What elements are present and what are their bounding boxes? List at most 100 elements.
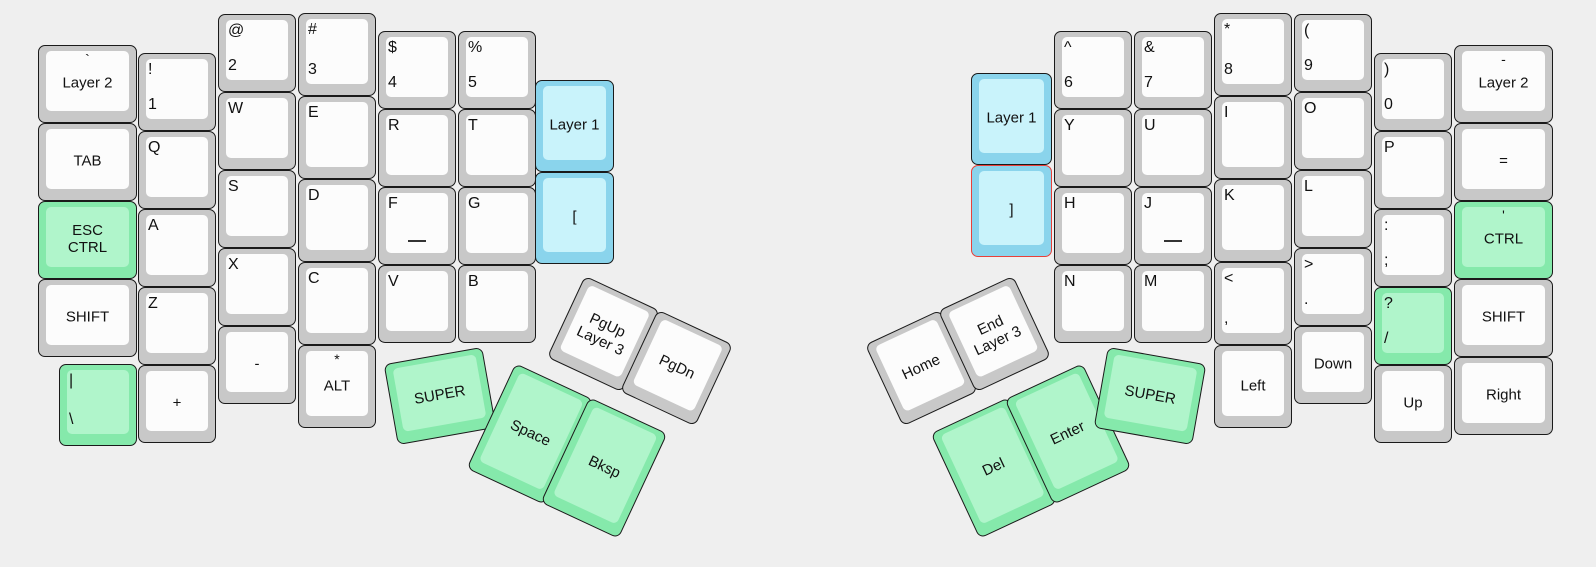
key-e[interactable]: E [298, 96, 376, 179]
keycap-surface [306, 185, 368, 250]
key-shift-left[interactable]: SHIFT [38, 279, 137, 357]
keycap-surface [46, 285, 129, 345]
keycap-surface [306, 19, 368, 84]
key-alt[interactable]: *ALT [298, 345, 376, 428]
key-plus[interactable]: + [138, 365, 216, 443]
keycap-surface [466, 115, 528, 175]
keycap-surface [1462, 363, 1545, 423]
key-w[interactable]: W [218, 92, 296, 170]
key-7[interactable]: &7 [1134, 31, 1212, 109]
key-up-arrow[interactable]: Up [1374, 365, 1452, 443]
key-4[interactable]: $4 [378, 31, 456, 109]
key-m[interactable]: M [1134, 265, 1212, 343]
key-3[interactable]: #3 [298, 13, 376, 96]
keycap-surface [1062, 115, 1124, 175]
key-b[interactable]: B [458, 265, 536, 343]
keycap-surface [1302, 20, 1364, 80]
key-h[interactable]: H [1054, 187, 1132, 265]
key-quote-ctrl[interactable]: 'CTRL [1454, 201, 1553, 279]
key-y[interactable]: Y [1054, 109, 1132, 187]
keycap-surface [979, 79, 1044, 153]
key-equals[interactable]: = [1454, 123, 1553, 201]
key-d[interactable]: D [298, 179, 376, 262]
key-super-right[interactable]: SUPER [1093, 346, 1207, 446]
key-i[interactable]: I [1214, 96, 1292, 179]
key-super-left[interactable]: SUPER [383, 346, 497, 446]
key-s[interactable]: S [218, 170, 296, 248]
keycap-surface [1462, 207, 1545, 267]
key-j[interactable]: J [1134, 187, 1212, 265]
key-z[interactable]: Z [138, 287, 216, 365]
key-c[interactable]: C [298, 262, 376, 345]
key-period[interactable]: >. [1294, 248, 1372, 326]
key-minus[interactable]: - [218, 326, 296, 404]
key-f[interactable]: F [378, 187, 456, 265]
key-8[interactable]: *8 [1214, 13, 1292, 96]
key-bracket-left[interactable]: [ [535, 172, 614, 264]
keycap-surface [1462, 51, 1545, 111]
keycap-surface [146, 293, 208, 353]
key-q[interactable]: Q [138, 131, 216, 209]
key-slash[interactable]: ?/ [1374, 287, 1452, 365]
keycap-surface [306, 102, 368, 167]
key-esc-ctrl[interactable]: ESC CTRL [38, 201, 137, 279]
key-layer2-minus[interactable]: -Layer 2 [1454, 45, 1553, 123]
keycap-surface [632, 318, 724, 413]
key-g[interactable]: G [458, 187, 536, 265]
keycap-surface [146, 59, 208, 119]
key-right-arrow[interactable]: Right [1454, 357, 1553, 435]
keycap-surface [226, 332, 288, 392]
key-layer1-left[interactable]: Layer 1 [535, 80, 614, 172]
keycap-surface [1222, 102, 1284, 167]
keycap-surface [979, 171, 1044, 245]
key-t[interactable]: T [458, 109, 536, 187]
key-pipe-backslash[interactable]: |\ [59, 364, 137, 446]
key-layer1-right[interactable]: Layer 1 [971, 73, 1052, 165]
key-l[interactable]: L [1294, 170, 1372, 248]
key-0[interactable]: )0 [1374, 53, 1452, 131]
key-layer2-grave[interactable]: `Layer 2 [38, 45, 137, 123]
key-a[interactable]: A [138, 209, 216, 287]
keycap-surface [46, 207, 129, 267]
keycap-surface [226, 98, 288, 158]
keycap-surface [146, 137, 208, 197]
keycap-surface [386, 193, 448, 253]
key-k[interactable]: K [1214, 179, 1292, 262]
key-p[interactable]: P [1374, 131, 1452, 209]
keycap-surface [1222, 19, 1284, 84]
key-n[interactable]: N [1054, 265, 1132, 343]
keycap-surface [1462, 285, 1545, 345]
keycap-surface [1222, 185, 1284, 250]
key-comma[interactable]: <, [1214, 262, 1292, 345]
keycap-surface [1382, 371, 1444, 431]
keycap-surface [543, 86, 606, 160]
keycap-surface [392, 354, 487, 432]
key-r[interactable]: R [378, 109, 456, 187]
key-1[interactable]: !1 [138, 53, 216, 131]
keycap-surface [386, 115, 448, 175]
key-semicolon[interactable]: :; [1374, 209, 1452, 287]
key-tab[interactable]: TAB [38, 123, 137, 201]
key-x[interactable]: X [218, 248, 296, 326]
keycap-surface [146, 371, 208, 431]
key-shift-right[interactable]: SHIFT [1454, 279, 1553, 357]
keycap-surface [1222, 268, 1284, 333]
keycap-surface [306, 268, 368, 333]
key-down-arrow[interactable]: Down [1294, 326, 1372, 404]
key-2[interactable]: @2 [218, 14, 296, 92]
key-o[interactable]: O [1294, 92, 1372, 170]
key-6[interactable]: ^6 [1054, 31, 1132, 109]
keycap-surface [226, 254, 288, 314]
keycap-surface [1222, 351, 1284, 416]
key-u[interactable]: U [1134, 109, 1212, 187]
keycap-surface [543, 178, 606, 252]
key-v[interactable]: V [378, 265, 456, 343]
key-9[interactable]: (9 [1294, 14, 1372, 92]
key-bracket-right[interactable]: ] [971, 165, 1052, 257]
key-5[interactable]: %5 [458, 31, 536, 109]
key-left-arrow[interactable]: Left [1214, 345, 1292, 428]
keycap-surface [146, 215, 208, 275]
keycap-surface [1462, 129, 1545, 189]
keycap-surface [1062, 193, 1124, 253]
homing-bar-indicator [1164, 240, 1182, 242]
